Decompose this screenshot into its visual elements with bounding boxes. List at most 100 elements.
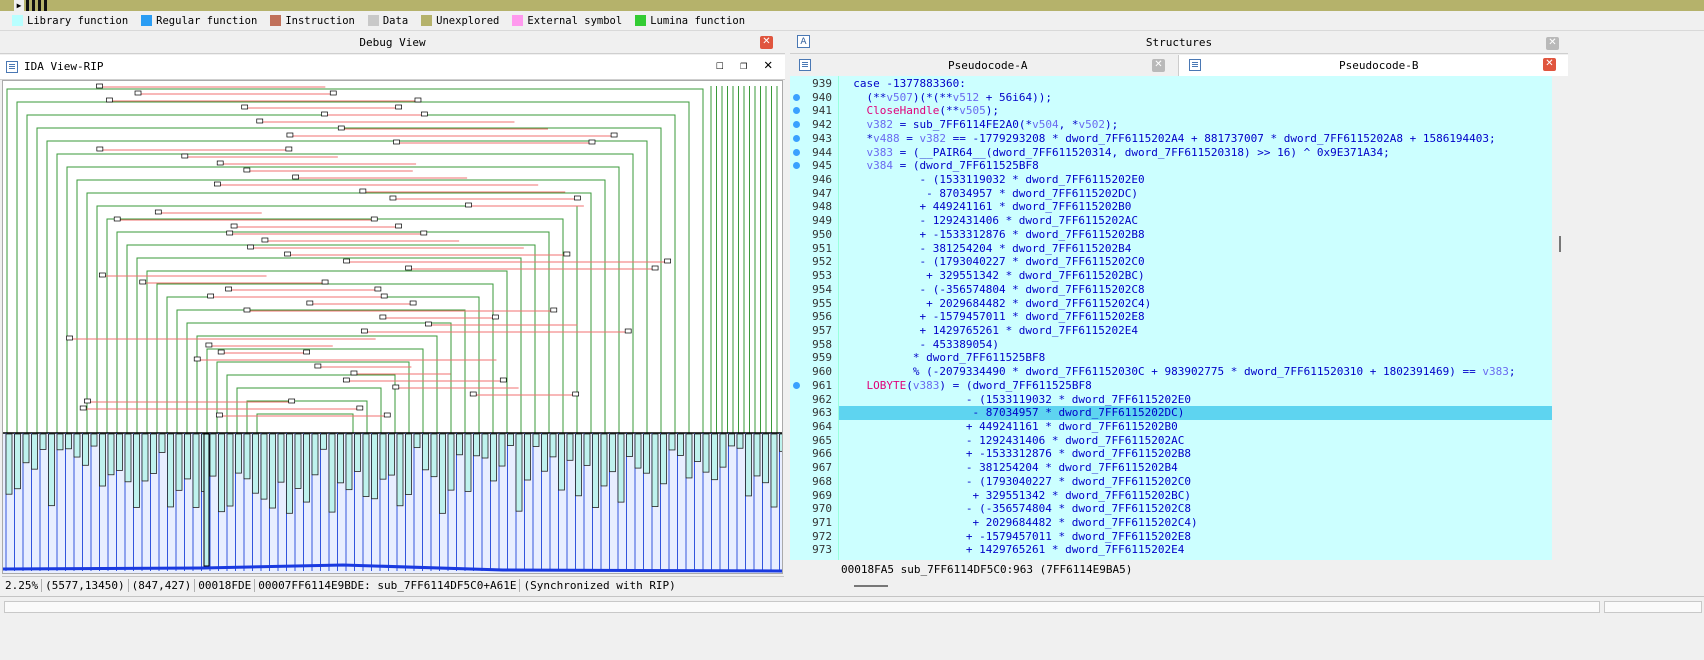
navigation-band[interactable] [0,0,1704,11]
code-line[interactable]: 950 + -1533312876 * dword_7FF6115202B8 [790,228,1552,242]
code-text[interactable]: + 2029684482 * dword_7FF6115202C4) [840,296,1152,310]
code-block [39,433,47,450]
code-line[interactable]: 959 * dword_7FF611525BF8 [790,351,1552,365]
code-line[interactable]: 942 v382 = sub_7FF6114FE2A0(*v504, *v502… [790,118,1552,132]
code-text[interactable]: + 2029684482 * dword_7FF6115202C4) [840,516,1198,530]
breakpoint-dot-icon[interactable] [793,121,800,129]
code-text[interactable]: + 329551342 * dword_7FF6115202BC) [840,269,1145,283]
code-text[interactable]: - (-356574804 * dword_7FF6115202C8 [840,282,1145,296]
code-text[interactable]: (**v507)(*(**v512 + 56i64)); [840,90,1052,104]
graph-overview[interactable] [2,80,783,574]
code-text[interactable]: - 453389054) [840,337,999,351]
ida-view-close-icon[interactable]: ✕ [764,57,773,73]
restore-icon[interactable]: ❐ [740,58,748,72]
code-text[interactable]: - 1292431406 * dword_7FF6115202AC [840,433,1185,447]
code-text[interactable]: *v488 = v382 == -1779293208 * dword_7FF6… [840,131,1496,145]
code-line[interactable]: 964 + 449241161 * dword_7FF6115202B0 [790,420,1552,434]
maximize-icon[interactable]: ☐ [716,58,724,73]
code-text[interactable]: + -1533312876 * dword_7FF6115202B8 [840,227,1145,241]
code-line[interactable]: 941 CloseHandle(**v505); [790,104,1552,118]
code-line[interactable]: 948 + 449241161 * dword_7FF6115202B0 [790,200,1552,214]
breakpoint-dot-icon[interactable] [793,148,800,156]
vertical-scroll-thumb[interactable] [1559,236,1561,252]
code-text[interactable]: v384 = (dword_7FF611525BF8 [866,159,1039,173]
code-text[interactable]: case -1377883360: [840,77,966,90]
code-text[interactable]: - (1793040227 * dword_7FF6115202C0 [840,474,1191,488]
code-line[interactable]: 970 - (-356574804 * dword_7FF6115202C8 [790,502,1552,516]
code-text[interactable]: + 329551342 * dword_7FF6115202BC) [840,488,1191,502]
code-line[interactable]: 954 - (-356574804 * dword_7FF6115202C8 [790,283,1552,297]
vertical-scrollbar[interactable] [1552,76,1568,560]
code-line[interactable]: 946 - (1533119032 * dword_7FF6115202E0 [790,173,1552,187]
horizontal-scroll-thumb[interactable] [854,585,888,587]
tab-pseudocode-b[interactable]: Pseudocode-B ✕ [1179,55,1568,77]
code-text[interactable]: + -1533312876 * dword_7FF6115202B8 [840,447,1191,461]
code-text[interactable]: CloseHandle(**v505); [866,104,999,118]
code-line[interactable]: 940 (**v507)(*(**v512 + 56i64)); [790,91,1552,105]
tab-pseudocode-a[interactable]: Pseudocode-A ✕ [790,55,1179,77]
structures-close-icon[interactable]: ✕ [1546,37,1559,50]
code-line[interactable]: 960 % (-2079334490 * dword_7FF61152030C … [790,365,1552,379]
code-text[interactable]: - (1533119032 * dword_7FF6115202E0 [840,173,1145,187]
nav-arrow-icon[interactable]: ▶ [14,0,24,11]
breakpoint-dot-icon[interactable] [793,162,800,170]
edge-line [196,335,438,433]
line-number: 949 [812,214,832,228]
code-text[interactable]: - 381254204 * dword_7FF6115202B4 [840,241,1132,255]
code-text[interactable]: - (1793040227 * dword_7FF6115202C0 [840,255,1145,269]
code-line[interactable]: 949 - 1292431406 * dword_7FF6115202AC [790,214,1552,228]
code-text[interactable]: - 1292431406 * dword_7FF6115202AC [840,214,1139,228]
line-number: 958 [812,337,832,351]
code-line[interactable]: 967 - 381254204 * dword_7FF6115202B4 [790,461,1552,475]
pseudocode-view[interactable]: 939 case -1377883360:940 (**v507)(*(**v5… [790,76,1552,560]
code-line[interactable]: 962 - (1533119032 * dword_7FF6115202E0 [790,393,1552,407]
code-line[interactable]: 971 + 2029684482 * dword_7FF6115202C4) [790,516,1552,530]
code-line[interactable]: 966 + -1533312876 * dword_7FF6115202B8 [790,447,1552,461]
breakpoint-dot-icon[interactable] [793,107,800,115]
code-line[interactable]: 961 LOBYTE(v383) = (dword_7FF611525BF8 [790,379,1552,393]
code-text[interactable]: - 381254204 * dword_7FF6115202B4 [840,461,1178,475]
code-text[interactable]: + 449241161 * dword_7FF6115202B0 [840,420,1178,433]
code-line[interactable]: 957 + 1429765261 * dword_7FF6115202E4 [790,324,1552,338]
code-line[interactable]: 951 - 381254204 * dword_7FF6115202B4 [790,242,1552,256]
code-line[interactable]: 968 - (1793040227 * dword_7FF6115202C0 [790,475,1552,489]
code-text[interactable]: - 87034957 * dword_7FF6115202DC) [840,406,1185,420]
code-line[interactable]: 944 v383 = (__PAIR64__(dword_7FF61152031… [790,146,1552,160]
code-text[interactable]: + 1429765261 * dword_7FF6115202E4 [840,543,1185,557]
breakpoint-dot-icon[interactable] [793,93,800,101]
code-text[interactable]: * dword_7FF611525BF8 [840,351,1046,365]
tab-pseudocode-a-close-icon[interactable]: ✕ [1152,59,1165,72]
tab-pseudocode-b-close-icon[interactable]: ✕ [1543,58,1556,71]
graph-canvas[interactable] [3,81,783,574]
code-line[interactable]: 947 - 87034957 * dword_7FF6115202DC) [790,187,1552,201]
breakpoint-dot-icon[interactable] [793,134,800,142]
code-line[interactable]: 972 + -1579457011 * dword_7FF6115202E8 [790,530,1552,544]
code-text[interactable]: + -1579457011 * dword_7FF6115202E8 [840,529,1191,543]
code-line[interactable]: 969 + 329551342 * dword_7FF6115202BC) [790,489,1552,503]
node-marker [389,195,397,201]
code-text[interactable]: + -1579457011 * dword_7FF6115202E8 [840,310,1145,324]
code-text[interactable]: - 87034957 * dword_7FF6115202DC) [840,186,1139,200]
code-line[interactable]: 945 v384 = (dword_7FF611525BF8 [790,159,1552,173]
code-text[interactable]: v382 = sub_7FF6114FE2A0(*v504, *v502); [866,118,1119,132]
code-line[interactable]: 956 + -1579457011 * dword_7FF6115202E8 [790,310,1552,324]
code-line[interactable]: 943 *v488 = v382 == -1779293208 * dword_… [790,132,1552,146]
code-line[interactable]: 963 - 87034957 * dword_7FF6115202DC) [790,406,1552,420]
code-line[interactable]: 965 - 1292431406 * dword_7FF6115202AC [790,434,1552,448]
code-text[interactable]: % (-2079334490 * dword_7FF61152030C + 98… [840,365,1516,379]
code-line[interactable]: 953 + 329551342 * dword_7FF6115202BC) [790,269,1552,283]
code-text[interactable]: LOBYTE(v383) = (dword_7FF611525BF8 [866,378,1092,392]
code-line[interactable]: 973 + 1429765261 * dword_7FF6115202E4 [790,543,1552,557]
code-line[interactable]: 958 - 453389054) [790,338,1552,352]
horizontal-scrollbar[interactable] [838,579,1552,591]
code-line[interactable]: 952 - (1793040227 * dword_7FF6115202C0 [790,255,1552,269]
code-text[interactable]: + 1429765261 * dword_7FF6115202E4 [840,323,1139,337]
code-text[interactable]: - (-356574804 * dword_7FF6115202C8 [840,502,1191,516]
code-text[interactable]: - (1533119032 * dword_7FF6115202E0 [840,392,1191,406]
code-line[interactable]: 955 + 2029684482 * dword_7FF6115202C4) [790,297,1552,311]
code-text[interactable]: v383 = (__PAIR64__(dword_7FF611520314, d… [866,145,1390,159]
code-text[interactable]: + 449241161 * dword_7FF6115202B0 [840,200,1132,214]
breakpoint-dot-icon[interactable] [793,381,800,389]
debug-view-close-icon[interactable]: ✕ [760,36,773,49]
code-line[interactable]: 939 case -1377883360: [790,77,1552,91]
